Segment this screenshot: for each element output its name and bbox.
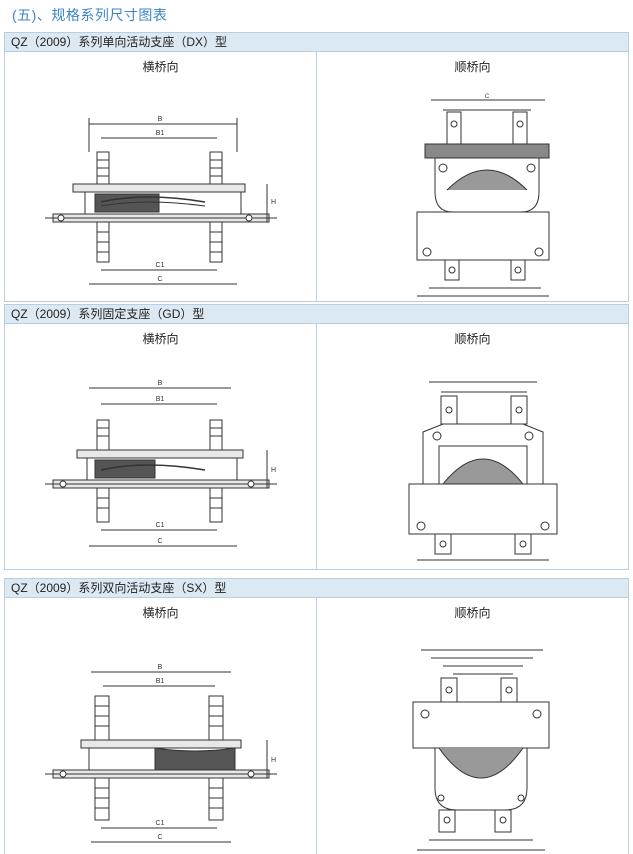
diagram-transverse-dx: B B1 xyxy=(45,116,277,285)
panel-label-transverse: 横桥向 xyxy=(142,332,179,346)
panel-longitudinal-dx: 顺桥向 C xyxy=(317,52,628,301)
section-dx: QZ（2009）系列单向活动支座（DX）型 横桥向 B B1 xyxy=(4,32,629,302)
diagram-longitudinal-sx xyxy=(412,649,550,851)
panel-longitudinal-sx: 顺桥向 xyxy=(317,598,628,854)
svg-text:H: H xyxy=(271,467,276,474)
dim-label-h: H xyxy=(271,199,276,206)
dim-label-b1: B1 xyxy=(156,130,165,137)
panel-longitudinal-gd: 顺桥向 xyxy=(317,324,628,569)
page-title: (五)、规格系列尺寸图表 xyxy=(12,7,168,23)
svg-text:C1: C1 xyxy=(156,820,165,827)
dim-label-b: B xyxy=(158,116,163,123)
dim-label-c1: C1 xyxy=(156,262,165,269)
panel-label-transverse: 横桥向 xyxy=(142,606,179,620)
svg-text:B1: B1 xyxy=(156,678,165,685)
panel-transverse-dx: 横桥向 B B1 xyxy=(5,52,317,301)
section-header-dx: QZ（2009）系列单向活动支座（DX）型 xyxy=(4,32,629,52)
svg-text:C: C xyxy=(157,538,162,545)
svg-text:B1: B1 xyxy=(156,396,165,403)
section-gd: QZ（2009）系列固定支座（GD）型 横桥向 B B1 xyxy=(4,304,629,570)
section-body-sx: 横桥向 B B1 H xyxy=(4,598,629,854)
panel-label-transverse: 横桥向 xyxy=(142,60,179,74)
diagram-transverse-sx: B B1 H C1 xyxy=(45,664,277,843)
svg-text:B: B xyxy=(158,380,163,387)
svg-text:B: B xyxy=(158,664,163,671)
panel-transverse-gd: 横桥向 B B1 xyxy=(5,324,317,569)
diagram-transverse-gd: B B1 H C1 xyxy=(45,380,277,547)
diagram-longitudinal-gd xyxy=(408,381,558,561)
panel-label-longitudinal: 顺桥向 xyxy=(454,60,491,74)
svg-text:C: C xyxy=(157,834,162,841)
section-body-dx: 横桥向 B B1 xyxy=(4,52,629,302)
panel-label-longitudinal: 顺桥向 xyxy=(454,606,491,620)
panel-transverse-sx: 横桥向 B B1 H xyxy=(5,598,317,854)
svg-text:C1: C1 xyxy=(156,522,165,529)
dim-label-c: C xyxy=(157,276,162,283)
section-header-gd: QZ（2009）系列固定支座（GD）型 xyxy=(4,304,629,324)
section-sx: QZ（2009）系列双向活动支座（SX）型 横桥向 B B1 xyxy=(4,578,629,854)
panel-label-longitudinal: 顺桥向 xyxy=(454,332,491,346)
svg-text:H: H xyxy=(271,757,276,764)
diagram-longitudinal-dx: C xyxy=(416,94,550,297)
section-body-gd: 横桥向 B B1 xyxy=(4,324,629,570)
svg-text:C: C xyxy=(485,94,490,100)
section-header-sx: QZ（2009）系列双向活动支座（SX）型 xyxy=(4,578,629,598)
